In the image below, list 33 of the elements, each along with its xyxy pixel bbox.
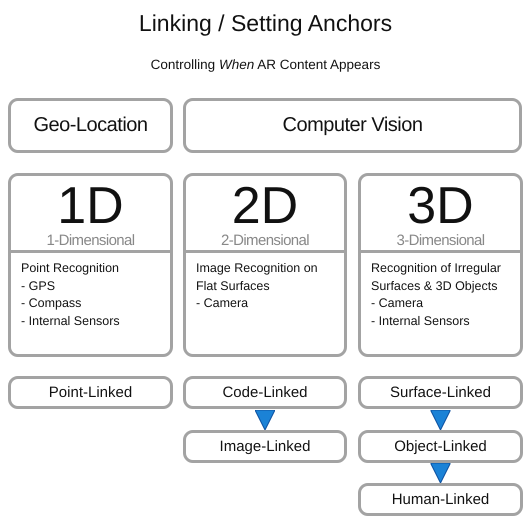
dimension-subheading: 1-Dimensional: [45, 232, 136, 250]
category-card: [358, 173, 523, 357]
category-header-box: [8, 98, 173, 153]
link-type-box: [8, 376, 173, 409]
arrow: [254, 410, 276, 430]
link-type-box: [183, 430, 347, 463]
dimension-heading: 1D: [57, 180, 124, 232]
category-card: [8, 173, 173, 357]
description-text: Recognition of Irregular Surfaces & 3D Objects - Camera - Internal Sensors: [371, 260, 502, 330]
link-type-box: [358, 430, 523, 463]
box-label: Image-Linked: [220, 438, 310, 455]
box-label: Human-Linked: [392, 491, 490, 508]
description-text: Point Recognition - GPS - Compass - Internal Sensors: [21, 260, 121, 330]
box-label: Point-Linked: [48, 384, 132, 401]
category-card: [183, 173, 347, 357]
arrow: [430, 462, 451, 484]
subtitle: Controlling When AR Content Appears: [150, 57, 382, 72]
box-label: Computer Vision: [282, 114, 422, 137]
link-type-box: [358, 376, 523, 409]
box-label: Geo-Location: [33, 114, 148, 137]
arrow: [430, 410, 451, 430]
dimension-heading: 2D: [232, 180, 298, 232]
diagram-title: Linking / Setting Anchors: [138, 10, 394, 37]
box-label: Object-Linked: [394, 438, 487, 455]
description-text: Image Recognition on Flat Surfaces - Camera: [196, 260, 319, 312]
dimension-heading: 3D: [407, 180, 474, 232]
link-type-box: [183, 376, 347, 409]
box-label: Surface-Linked: [390, 384, 491, 401]
category-header-box: [183, 98, 522, 153]
link-type-box: [358, 483, 523, 516]
dimension-subheading: 3-Dimensional: [395, 232, 486, 250]
box-label: Code-Linked: [222, 384, 308, 401]
dimension-subheading: 2-Dimensional: [220, 232, 310, 250]
